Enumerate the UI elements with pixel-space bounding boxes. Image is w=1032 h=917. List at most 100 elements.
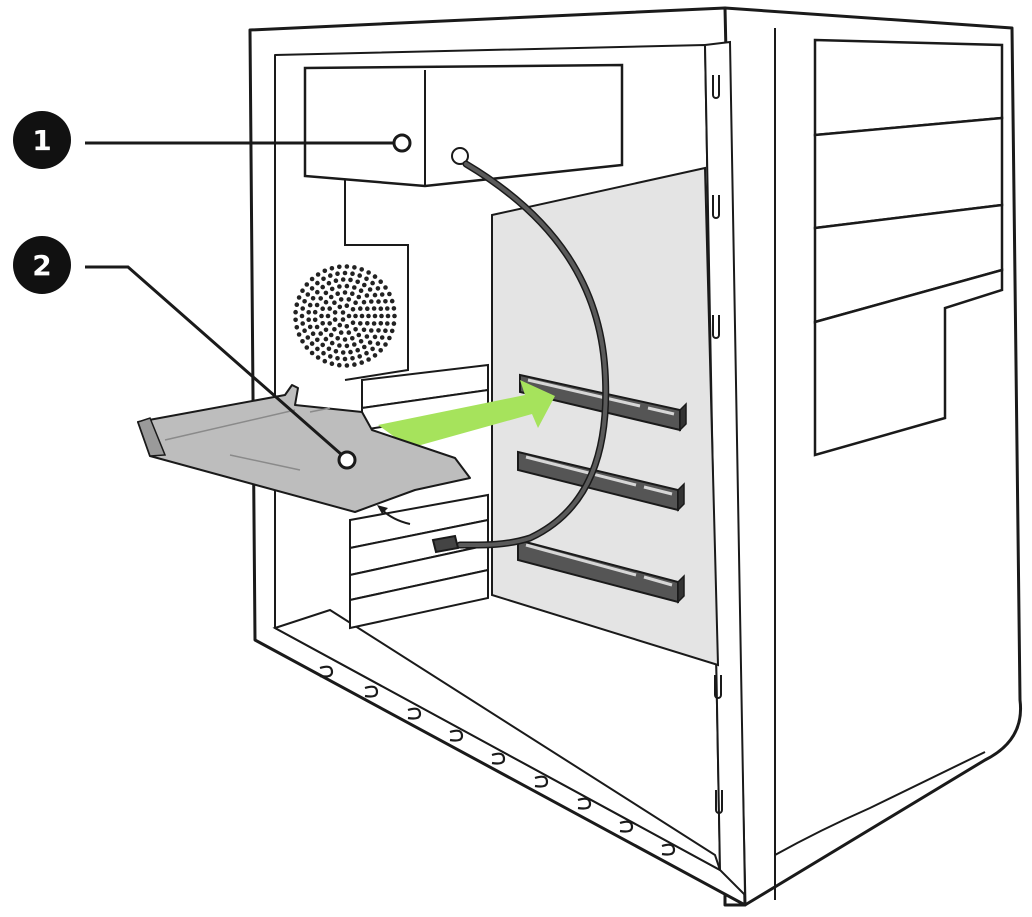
fan-hole <box>357 273 363 278</box>
fan-hole <box>361 299 367 305</box>
callout-2: 2 <box>13 236 357 470</box>
fan-hole <box>327 321 333 326</box>
fan-hole <box>337 264 342 270</box>
pcie-slot-bottom <box>517 538 685 604</box>
fan-hole <box>342 290 348 295</box>
fan-hole <box>344 363 350 368</box>
drive-bay-panel <box>813 38 1004 457</box>
fan-hole <box>344 303 350 309</box>
fan-hole <box>383 299 388 304</box>
fan-hole <box>383 328 388 334</box>
callout-1-target <box>392 133 412 153</box>
fan-hole <box>293 309 298 315</box>
fan-hole <box>385 306 390 311</box>
fan-hole <box>362 282 367 288</box>
fan-hole <box>335 271 340 277</box>
fan-hole <box>370 280 375 286</box>
fan-hole <box>315 289 320 295</box>
fan-hole <box>340 350 346 355</box>
callout-2-target <box>337 450 357 470</box>
fan-hole <box>300 288 305 294</box>
fan-hole <box>306 317 312 323</box>
fan-hole <box>356 294 362 300</box>
fan-hole <box>365 321 370 326</box>
fan-hole <box>378 306 384 312</box>
fan-hole <box>350 271 355 277</box>
fan-grille-icon <box>293 264 397 368</box>
fan-hole <box>361 327 367 333</box>
fan-hole <box>323 336 329 342</box>
fan-hole <box>300 339 305 344</box>
fan-hole <box>340 277 346 282</box>
fan-hole <box>319 313 324 319</box>
fan-hole <box>366 357 371 362</box>
fan-hole <box>337 362 342 368</box>
fan-hole <box>364 334 370 339</box>
fan-hole <box>328 294 334 300</box>
fan-hole <box>325 313 331 319</box>
fan-hole <box>367 340 373 345</box>
fan-hole <box>378 279 384 285</box>
fan-hole <box>348 349 353 355</box>
fan-hole <box>315 346 320 352</box>
fan-hole <box>307 324 313 330</box>
fan-hole <box>305 335 311 340</box>
fan-hole <box>352 342 357 347</box>
fan-hole <box>385 313 391 319</box>
fan-hole <box>320 284 326 290</box>
pcie-slot-middle <box>517 450 685 512</box>
fan-hole <box>387 335 392 341</box>
fan-hole <box>389 298 395 304</box>
fan-hole <box>359 360 365 365</box>
fan-hole <box>371 321 377 326</box>
callout-2-number: 2 <box>32 249 51 282</box>
fan-hole <box>323 290 329 296</box>
fan-hole <box>372 274 378 279</box>
fan-hole <box>359 267 365 272</box>
fan-hole <box>337 322 343 328</box>
fan-hole <box>326 346 332 352</box>
callout-1: 1 <box>13 111 412 169</box>
fan-hole <box>320 321 326 326</box>
fan-hole <box>302 328 307 334</box>
bottom-vents <box>319 665 676 856</box>
fan-hole <box>326 280 332 286</box>
fan-hole <box>371 306 377 311</box>
fan-hole <box>306 310 312 315</box>
fan-hole <box>372 353 378 358</box>
fan-hole <box>328 273 333 278</box>
fan-hole <box>367 287 373 292</box>
fan-hole <box>346 297 352 302</box>
fan-hole <box>379 313 384 319</box>
fan-hole <box>333 349 339 354</box>
fan-hole <box>378 348 384 353</box>
fan-hole <box>376 299 381 304</box>
fan-hole <box>369 328 374 333</box>
fan-hole <box>350 291 355 297</box>
fan-hole <box>310 331 316 337</box>
fan-hole <box>340 317 346 322</box>
fan-hole <box>344 324 350 329</box>
fan-hole <box>350 336 355 341</box>
fan-hole <box>332 317 338 322</box>
fan-hole <box>307 302 313 308</box>
callout-1-badge <box>13 111 71 169</box>
fan-hole <box>323 299 329 305</box>
fan-hole <box>355 279 361 285</box>
fan-hole <box>353 300 358 306</box>
rail-slots <box>712 75 723 814</box>
fan-hole <box>358 339 364 344</box>
callout-2-badge <box>13 236 71 294</box>
fan-hole <box>293 317 298 323</box>
fan-hole <box>372 292 378 298</box>
fan-hole <box>352 265 357 270</box>
fan-hole <box>318 331 324 336</box>
fan-hole <box>328 354 333 359</box>
fan-hole <box>315 337 320 343</box>
fan-hole <box>332 300 337 306</box>
fan-hole <box>391 321 397 326</box>
fan-hole <box>309 286 315 291</box>
fan-hole <box>392 313 397 319</box>
fan-hole <box>300 306 306 311</box>
fan-hole <box>337 343 342 348</box>
